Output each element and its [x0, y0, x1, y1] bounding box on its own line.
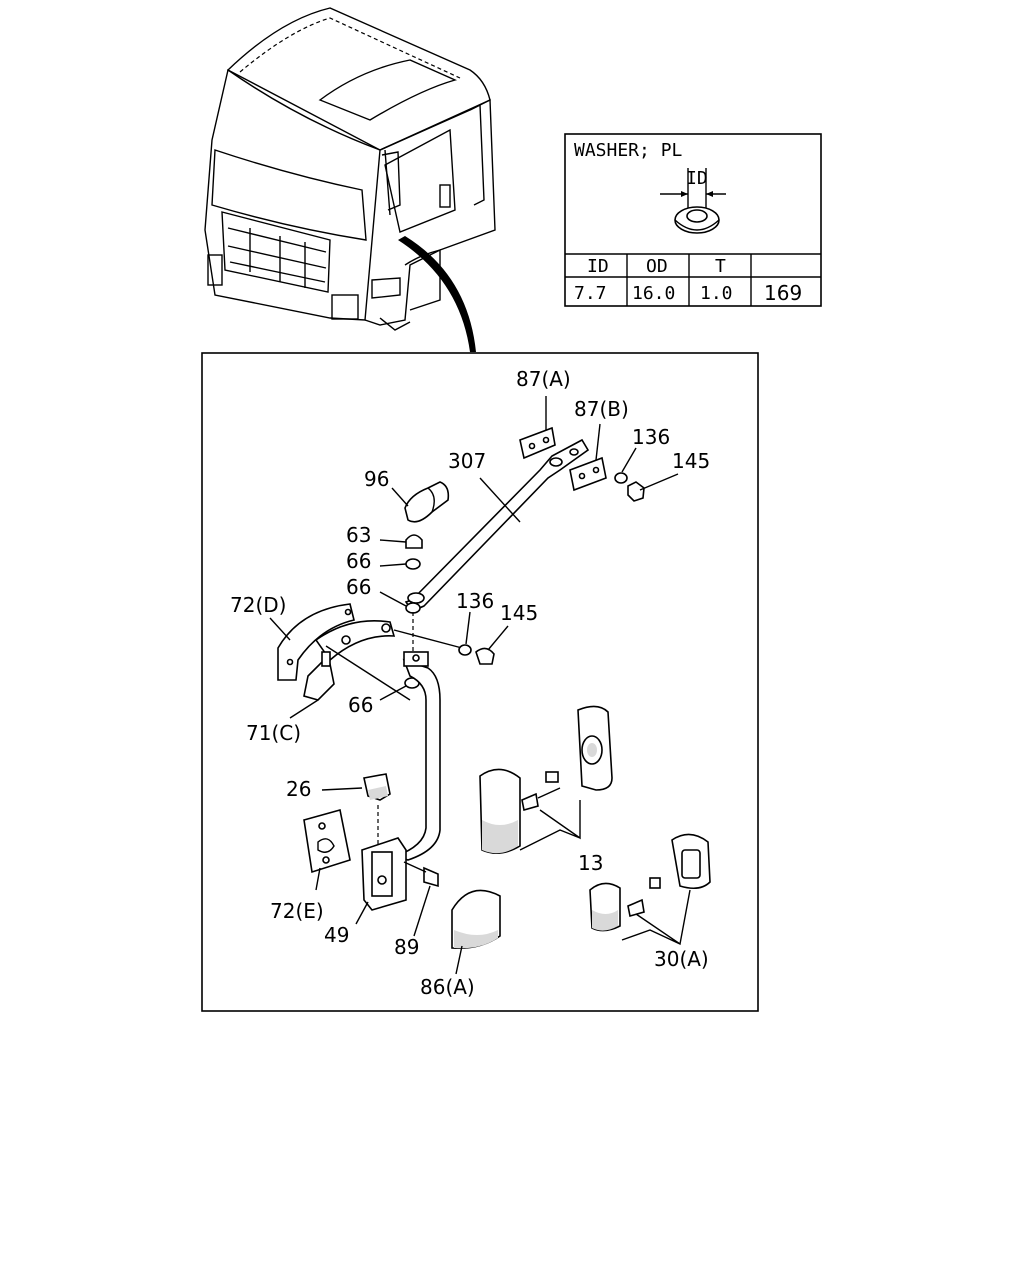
- callout-66-second: 66: [346, 575, 371, 599]
- callout-72d: 72(D): [230, 593, 286, 617]
- washer-spec-box: WASHER; PL ID ID OD T 7.7 16.0 1.0 169: [564, 133, 822, 307]
- callout-89: 89: [394, 935, 419, 959]
- callout-87b: 87(B): [574, 397, 629, 421]
- callout-66-first: 66: [346, 549, 371, 573]
- washer-value-t: 1.0: [700, 283, 733, 304]
- callout-86a: 86(A): [420, 975, 475, 999]
- washer-header-t: T: [715, 256, 726, 277]
- callout-63: 63: [346, 523, 371, 547]
- callout-145-lower: 145: [500, 601, 538, 625]
- callout-labels: 87(A) 87(B) 307 136 145 96 63 66 66 72(D…: [230, 367, 710, 999]
- callout-71c: 71(C): [246, 721, 301, 745]
- callout-136-lower: 136: [456, 589, 494, 613]
- washer-part-number: 169: [764, 281, 802, 305]
- callout-49: 49: [324, 923, 349, 947]
- callout-145-upper: 145: [672, 449, 710, 473]
- washer-header-id: ID: [587, 256, 609, 277]
- parts-group: [269, 396, 711, 975]
- washer-dim-label: ID: [686, 168, 708, 189]
- exploded-view-frame: [201, 352, 759, 1012]
- callout-136-upper: 136: [632, 425, 670, 449]
- callout-307: 307: [448, 449, 486, 473]
- callout-66-third: 66: [348, 693, 373, 717]
- truck-cab-illustration: [204, 7, 496, 352]
- callout-96: 96: [364, 467, 389, 491]
- washer-value-od: 16.0: [632, 283, 675, 304]
- washer-value-id: 7.7: [574, 283, 607, 304]
- callout-87a: 87(A): [516, 367, 571, 391]
- washer-header-od: OD: [646, 256, 668, 277]
- callout-13: 13: [578, 851, 603, 875]
- callout-26: 26: [286, 777, 311, 801]
- callout-30a: 30(A): [654, 947, 709, 971]
- washer-title: WASHER; PL: [574, 140, 683, 161]
- callout-72e: 72(E): [270, 899, 324, 923]
- washer-icon: [660, 168, 726, 234]
